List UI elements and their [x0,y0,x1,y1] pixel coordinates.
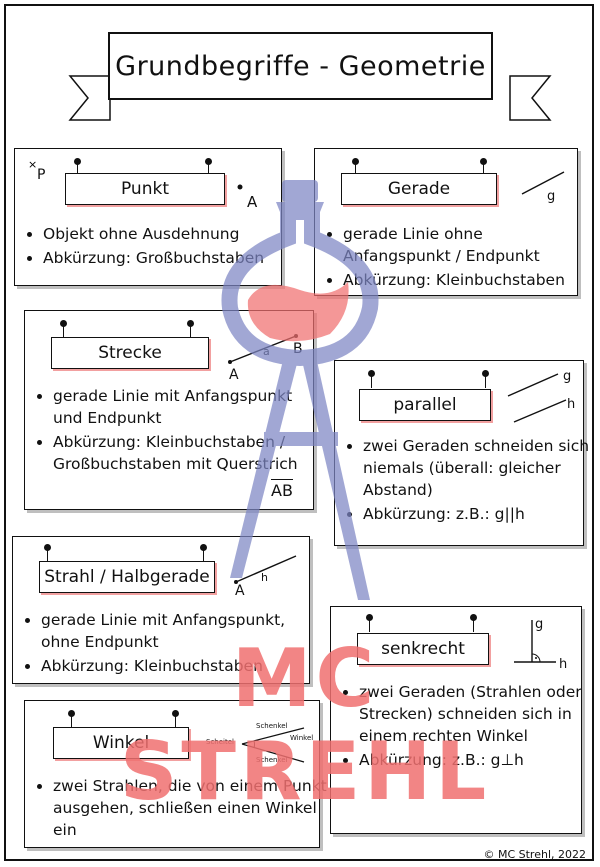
pin [185,320,196,338]
segment-ab-notation: AB [271,479,293,500]
list-item: gerade Linie mit Anfangspunkt und Endpun… [53,385,325,429]
point-p-label: P [37,167,46,183]
pin [203,158,214,176]
list-item: Abkürzung: Kleinbuchstaben [41,655,319,677]
perp-h-label: h [559,657,568,672]
card-label-winkel: Winkel [53,727,189,759]
banner-ribbon [68,75,552,121]
parallel-lines-icon [507,373,567,423]
pin [58,320,69,338]
svg-text:×: × [28,158,37,171]
list-item: Abkürzung: z.B.: g⊥h [359,749,593,771]
point-marks: × [28,158,243,190]
punkt-bullets: Objekt ohne Ausdehnung Abkürzung: Großbu… [21,223,293,271]
angle-scheitel-label: Scheitel [206,738,234,746]
card-parallel: parallel g h zwei Geraden schneiden sich… [334,360,589,546]
parallel-h-label: h [567,397,576,412]
pin [350,158,361,176]
line-g-icon [521,171,565,195]
list-item: gerade Linie mit Anfangspunkt, ohne Endp… [41,609,319,653]
pin [170,710,181,728]
watermark-text: MC STREHL [119,632,491,818]
pin [366,370,377,388]
segment-icon [228,334,298,364]
card-label-gerade: Gerade [341,173,497,205]
perp-g-label: g [535,617,544,632]
angle-schenkel-top-label: Schenkel [256,722,288,730]
list-item: Abkürzung: Kleinbuchstaben / Großbuchsta… [53,431,325,475]
pin [468,614,479,632]
strecke-bullets: gerade Linie mit Anfangspunkt und Endpun… [31,385,325,477]
perpendicular-icon [514,620,556,663]
page-title: Grundbegriffe - Geometrie [108,32,493,100]
pin [66,710,77,728]
list-item: zwei Geraden (Strahlen oder Strecken) sc… [359,681,593,747]
list-item: Abkürzung: Kleinbuchstaben [343,269,593,291]
ray-a-label: A [235,583,245,599]
ray-icon [234,555,297,584]
list-item: Objekt ohne Ausdehnung [43,223,293,245]
card-senkrecht: senkrecht g h zwei Geraden (Strahlen ode… [330,606,582,834]
card-label-strecke: Strecke [51,337,209,369]
pin [364,614,375,632]
winkel-bullets: zwei Strahlen, die von einem Punkt ausge… [31,775,329,843]
strahl-bullets: gerade Linie mit Anfangspunkt, ohne Endp… [19,609,319,679]
copyright: © MC Strehl, 2022 [483,848,586,861]
list-item: zwei Geraden schneiden sich niemals (übe… [363,435,595,501]
card-label-parallel: parallel [359,389,491,421]
list-item: zwei Strahlen, die von einem Punkt ausge… [53,775,329,841]
pin [480,370,491,388]
pin [478,158,489,176]
angle-icon [241,727,305,763]
card-label-strahl: Strahl / Halbgerade [39,561,215,593]
pin [198,544,209,562]
point-a-label: A [247,193,258,211]
gerade-bullets: gerade Linie ohne Anfangspunkt / Endpunk… [321,223,593,293]
parallel-g-label: g [563,369,572,384]
pin [42,544,53,562]
card-winkel: Winkel zwei Strahlen, die von einem Punk… [24,700,327,848]
senkrecht-bullets: zwei Geraden (Strahlen oder Strecken) sc… [337,681,593,773]
list-item: Abkürzung: z.B.: g||h [363,503,595,525]
angle-winkel-label: Winkel [290,734,314,742]
list-item: Abkürzung: Großbuchstaben [43,247,293,269]
page-frame [4,4,594,861]
angle-schenkel-bottom-label: Schenkel [256,756,288,764]
list-item: gerade Linie ohne Anfangspunkt / Endpunk… [343,223,593,267]
card-label-punkt: Punkt [65,173,225,205]
card-label-senkrecht: senkrecht [357,633,489,665]
line-g-label: g [547,189,556,204]
parallel-bullets: zwei Geraden schneiden sich niemals (übe… [341,435,595,527]
pin [72,158,83,176]
